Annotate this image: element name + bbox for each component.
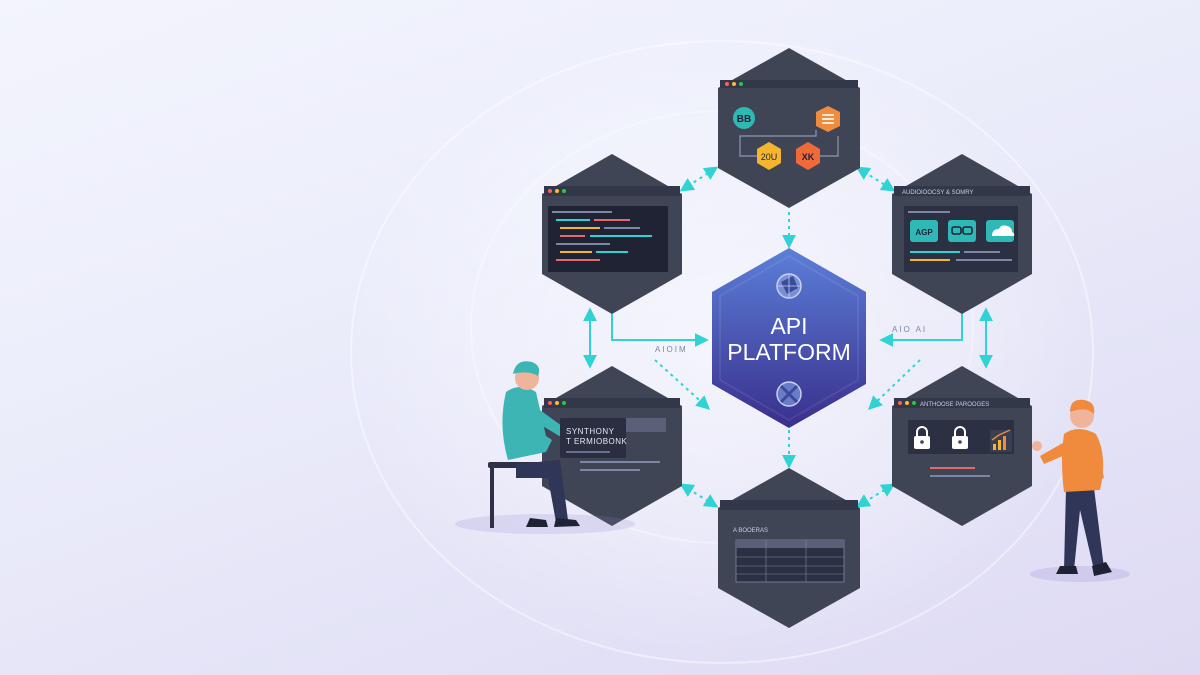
connector-left-curve: [654, 359, 711, 410]
bar-chart-icon: [990, 429, 1012, 452]
hex-node-center: API PLATFORM: [712, 248, 866, 428]
code-editor-panel: [548, 206, 668, 272]
connector-left-to-center: [611, 308, 709, 347]
globe-icon-bottom: [776, 381, 802, 407]
hex-node-left-top: [542, 154, 682, 314]
background-ring-outer: [350, 40, 1094, 664]
hex-node-top: BB 20U XK: [718, 48, 860, 208]
connector-bottom-left: [679, 483, 719, 508]
right-top-header: AUDIOIOOCSY & SOMRY: [902, 190, 973, 196]
person-left-sitting: SYNTHONY T ERMIOBONK: [455, 361, 635, 534]
badge-20u: 20U: [761, 152, 778, 162]
center-title-line2: PLATFORM: [727, 339, 851, 365]
hex-node-right-top: AUDIOIOOCSY & SOMRY AGP: [892, 154, 1032, 314]
badge-bb: BB: [737, 114, 751, 125]
connector-right-label: ΑΙΟ ΑΙ: [892, 325, 927, 334]
person-right-standing: [1030, 399, 1130, 582]
badge-agp: AGP: [915, 228, 933, 237]
data-table: [735, 539, 845, 583]
link-icon: [951, 226, 973, 235]
lock-icon: [914, 426, 930, 449]
center-title-line1: API: [770, 313, 807, 339]
hex-node-right-bottom: ANTHOOSE PAROOGES: [892, 366, 1032, 526]
badge-xk: XK: [802, 152, 815, 162]
right-bottom-header: ANTHOOSE PAROOGES: [920, 402, 989, 408]
cloud-icon: [992, 225, 1015, 236]
connector-bottom-right: [855, 483, 896, 508]
connectors: [583, 166, 993, 508]
laptop-text-line2: T ERMIOBONK: [566, 437, 628, 446]
layers-icon: [822, 114, 834, 124]
globe-icon-top: [776, 273, 802, 299]
connector-top-left: [679, 166, 719, 192]
connector-right-to-center: [879, 308, 963, 347]
connector-top-right: [855, 166, 896, 192]
connector-right-curve: [867, 359, 921, 410]
code-lines: [552, 211, 652, 261]
bottom-header: A BOOERAS: [733, 528, 768, 534]
laptop-text-line1: SYNTHONY: [566, 427, 615, 436]
hex-node-bottom: A BOOERAS: [718, 468, 860, 628]
connector-left-label: ΑΙΟΙΜ: [655, 345, 688, 354]
lock-icon-2: [952, 426, 968, 449]
